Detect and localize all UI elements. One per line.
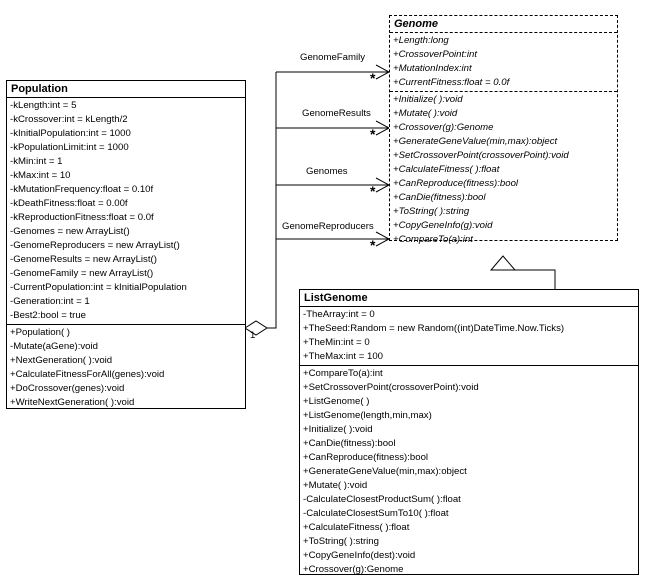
attribute: +CurrentFitness:float = 0.0f [393, 77, 510, 88]
method: +ListGenome( ) [303, 396, 370, 407]
population-class[interactable]: Population -kLength:int = 5 -kCrossover:… [6, 80, 246, 409]
attribute: -kMax:int = 10 [10, 170, 71, 181]
attribute: -GenomeFamily = new ArrayList() [10, 268, 154, 279]
method: -Mutate(aGene):void [10, 341, 98, 352]
method: +CopyGeneInfo(g):void [393, 220, 493, 231]
method: +CanReproduce(fitness):bool [303, 452, 429, 463]
listgenome-class[interactable]: ListGenome -TheArray:int = 0 +TheSeed:Ra… [299, 289, 639, 575]
relation-label-genome-reproducers: GenomeReproducers [282, 221, 374, 232]
class-title: ListGenome [300, 290, 638, 307]
method: +GenerateGeneValue(min,max):object [303, 466, 467, 477]
method: +CalculateFitnessForAll(genes):void [10, 369, 165, 380]
method: -CalculateClosestProductSum( ):float [303, 494, 461, 505]
method: +CompareTo(a):int [303, 368, 383, 379]
method: +SetCrossoverPoint(crossoverPoint):void [303, 382, 479, 393]
attribute: -Generation:int = 1 [10, 296, 90, 307]
attribute: -GenomeReproducers = new ArrayList() [10, 240, 180, 251]
method: +CompareTo(a):int [393, 234, 473, 245]
method: +DoCrossover(genes):void [10, 383, 125, 394]
method: +CanReproduce(fitness):bool [393, 178, 519, 189]
attribute: -kLength:int = 5 [10, 100, 77, 111]
inheritance-line [503, 269, 556, 289]
method: -CalculateClosestSumTo10( ):float [303, 508, 449, 519]
class-title: Genome [390, 16, 617, 33]
genome-class[interactable]: Genome +Length:long +CrossoverPoint:int … [389, 15, 618, 245]
method: +ToString( ):string [393, 206, 470, 217]
method: +WriteNextGeneration( ):void [10, 397, 135, 408]
method: +Mutate( ):void [303, 480, 368, 491]
relation-label-genome-results: GenomeResults [302, 108, 371, 119]
attribute: +TheMax:int = 100 [303, 351, 383, 362]
method: +ListGenome(length,min,max) [303, 410, 432, 421]
methods-section: +Initialize( ):void +Mutate( ):void +Cro… [390, 91, 617, 248]
multiplicity-many-reproducers: * [370, 237, 376, 253]
method: +CalculateFitness( ):float [393, 164, 500, 175]
attribute: -kDeathFitness:float = 0.00f [10, 198, 128, 209]
attribute: -kCrossover:int = kLength/2 [10, 114, 128, 125]
multiplicity-one: 1 [250, 330, 256, 341]
method: +ToString( ):string [303, 536, 379, 547]
methods-section: +Population( ) -Mutate(aGene):void +Next… [7, 324, 245, 411]
class-title: Population [7, 81, 245, 98]
attribute: +MutationIndex:int [393, 63, 472, 74]
method: +Initialize( ):void [303, 424, 373, 435]
method: +Crossover(g):Genome [393, 122, 494, 133]
multiplicity-many-genomes: * [370, 183, 376, 199]
method: +Crossover(g):Genome [303, 564, 404, 575]
method: +GenerateGeneValue(min,max):object [393, 136, 558, 147]
method: +Initialize( ):void [393, 94, 463, 105]
attribute: -Best2:bool = true [10, 310, 86, 321]
attribute: -TheArray:int = 0 [303, 309, 375, 320]
method: +CanDie(fitness):bool [303, 438, 396, 449]
attributes-section: -TheArray:int = 0 +TheSeed:Random = new … [300, 307, 638, 365]
method: +SetCrossoverPoint(crossoverPoint):void [393, 150, 569, 161]
method: +CopyGeneInfo(dest):void [303, 550, 416, 561]
aggregation-diamond [244, 320, 268, 336]
attribute: -CurrentPopulation:int = kInitialPopulat… [10, 282, 187, 293]
method: +Mutate( ):void [393, 108, 458, 119]
aggregation-trunk [267, 72, 277, 329]
attribute: +TheSeed:Random = new Random((int)DateTi… [303, 323, 565, 334]
relation-label-genomes: Genomes [306, 166, 348, 177]
method: +NextGeneration( ):void [10, 355, 113, 366]
multiplicity-many-results: * [370, 126, 376, 142]
attribute: +Length:long [393, 35, 449, 46]
attributes-section: -kLength:int = 5 -kCrossover:int = kLeng… [7, 98, 245, 324]
multiplicity-many-family: * [370, 70, 376, 86]
attribute: -kReproductionFitness:float = 0.0f [10, 212, 154, 223]
inheritance-triangle [489, 255, 517, 271]
attribute: -kPopulationLimit:int = 1000 [10, 142, 129, 153]
attribute: +CrossoverPoint:int [393, 49, 477, 60]
attribute: -kMutationFrequency:float = 0.10f [10, 184, 154, 195]
method: +CanDie(fitness):bool [393, 192, 486, 203]
attribute: -Genomes = new ArrayList() [10, 226, 130, 237]
attribute: +TheMin:int = 0 [303, 337, 370, 348]
attribute: -GenomeResults = new ArrayList() [10, 254, 157, 265]
relation-label-genome-family: GenomeFamily [300, 52, 366, 63]
method: +Population( ) [10, 327, 70, 338]
attributes-section: +Length:long +CrossoverPoint:int +Mutati… [390, 33, 617, 91]
attribute: -kMin:int = 1 [10, 156, 63, 167]
methods-section: +CompareTo(a):int +SetCrossoverPoint(cro… [300, 365, 638, 578]
method: +CalculateFitness( ):float [303, 522, 410, 533]
attribute: -kInitialPopulation:int = 1000 [10, 128, 131, 139]
